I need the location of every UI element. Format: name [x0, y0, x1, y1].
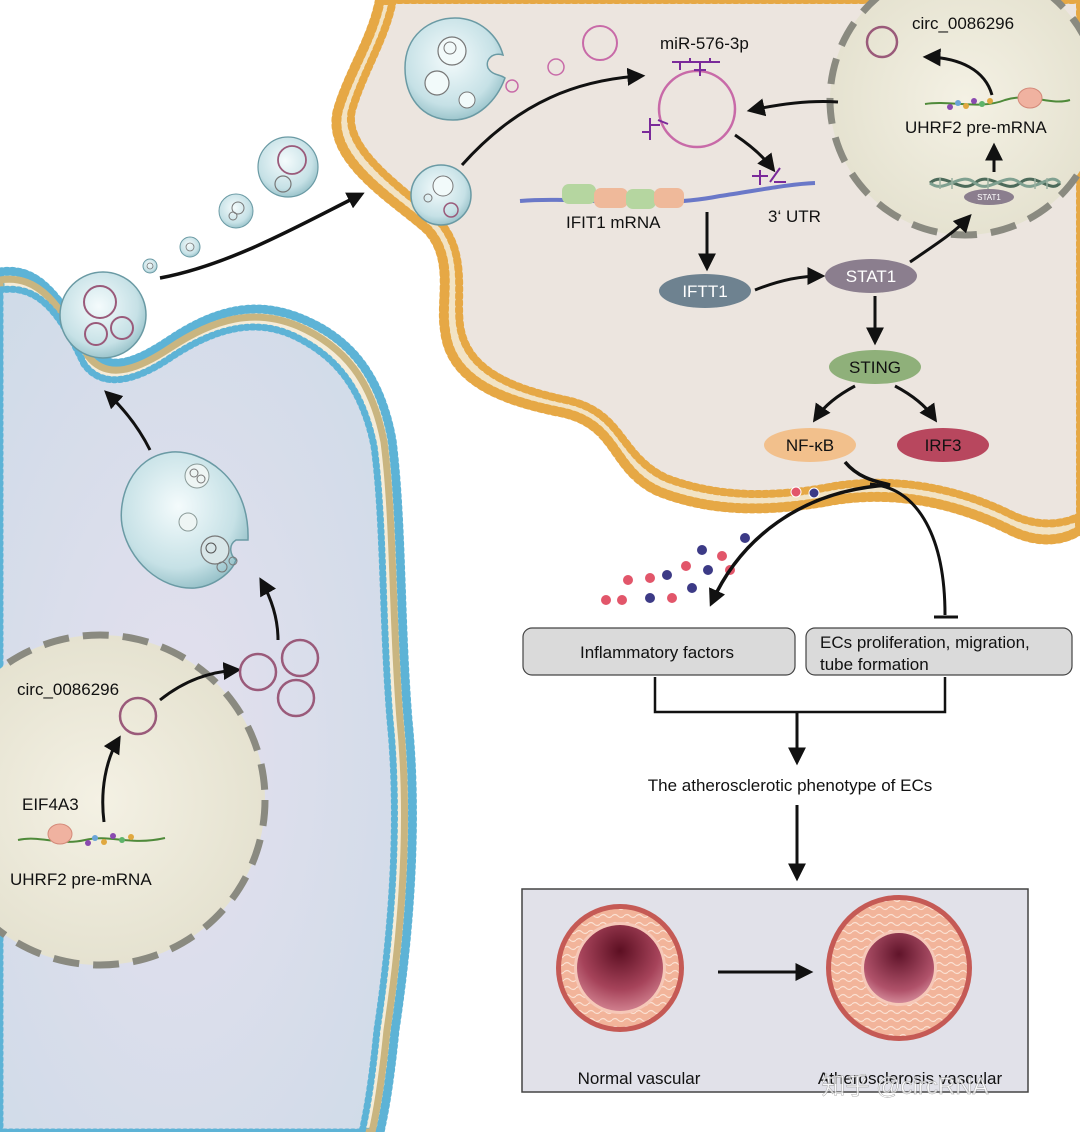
arrow-pre-mrna-to-circ-top: [922, 48, 994, 96]
inflammatory-box: Inflammatory factors: [522, 627, 796, 676]
arrow-nucleus-to-cytoplasm: [159, 661, 242, 702]
ifit1-mrna-label: IFIT1 mRNA: [566, 213, 661, 232]
stat1-label: STAT1: [846, 267, 896, 286]
phenotype-label: The atherosclerotic phenotype of ECs: [648, 776, 932, 795]
ecs-label-line2: tube formation: [820, 655, 929, 674]
normal-vessel: [556, 904, 684, 1032]
arrow-circ-sponge-mir: [746, 98, 839, 117]
arrow-sting-to-irf3: [894, 384, 938, 423]
merge-bracket: [653, 677, 947, 714]
multivesicular-body: [120, 451, 249, 589]
irf3-label: IRF3: [925, 436, 962, 455]
arrow-mvb-to-membrane: [104, 390, 152, 451]
iftt1-node: IFTT1: [659, 274, 751, 308]
sting-label: STING: [849, 358, 901, 377]
vessel-panel: Normal vascular Atherosclerosis vascular: [521, 888, 1029, 1093]
stat1-node: STAT1: [825, 259, 917, 293]
nfkb-node: NF-κB: [764, 428, 856, 462]
utr-label: 3‘ UTR: [768, 207, 821, 226]
exosome-budding: [59, 271, 147, 359]
athero-label: Atherosclerosis vascular: [818, 1069, 1003, 1088]
arrow-eif4a3-to-circ: [101, 735, 121, 823]
ifit1-mrna: [519, 167, 816, 209]
iftt1-label: IFTT1: [682, 282, 727, 301]
mir-576-3p: [642, 58, 737, 149]
pre-mrna-top: [924, 87, 1071, 110]
arrow-iftt1-to-stat1: [754, 267, 826, 292]
sting-node: STING: [829, 350, 921, 384]
ecs-label-line1: ECs proliferation, migration,: [820, 633, 1030, 652]
arrow-stat1-to-dna: [909, 214, 972, 264]
stat1-small-node: [964, 189, 1014, 205]
circ-rna-cytoplasm-cluster: [238, 638, 320, 718]
athero-vessel: [826, 895, 972, 1041]
eif4a3-label: EIF4A3: [22, 795, 79, 814]
donor-cell-membrane-mid: [0, 275, 408, 1136]
circ-label-left: circ_0086296: [17, 680, 119, 699]
nfkb-label: NF-κB: [786, 436, 834, 455]
uhrf2-label-top: UHRF2 pre-mRNA: [905, 118, 1047, 137]
exosome-release: [404, 17, 618, 121]
stat1-small-label: STAT1: [977, 193, 1001, 202]
released-exosomes: [142, 136, 319, 274]
arrow-to-mvb: [259, 577, 280, 641]
watermark: 知乎 @circRNA: [821, 1073, 988, 1100]
inhibit-ecs: [869, 482, 947, 616]
exosome-uptake: [410, 164, 472, 226]
mir-label: miR-576-3p: [660, 34, 749, 53]
irf3-node: IRF3: [897, 428, 989, 462]
arrow-sting-to-nfkb: [812, 384, 856, 423]
ecs-box: ECs proliferation, migration, tube forma…: [805, 627, 1073, 676]
donor-nucleus: [0, 631, 269, 969]
circ-label-top: circ_0086296: [912, 14, 1014, 33]
uhrf2-label-left: UHRF2 pre-mRNA: [10, 870, 152, 889]
inflammatory-label: Inflammatory factors: [580, 643, 734, 662]
arrow-uptake-to-mir: [460, 67, 646, 166]
recipient-nucleus: [826, 0, 1080, 239]
circ-rna-top: [865, 25, 899, 59]
arrow-exosome-transfer: [159, 192, 365, 280]
arrow-mir-to-utr: [734, 133, 776, 173]
pre-mrna-left: [17, 823, 166, 846]
normal-label: Normal vascular: [578, 1069, 701, 1088]
circ-rna-left: [118, 696, 158, 736]
arrow-to-inflammatory: [709, 460, 891, 607]
dna-helix: [929, 177, 1062, 189]
